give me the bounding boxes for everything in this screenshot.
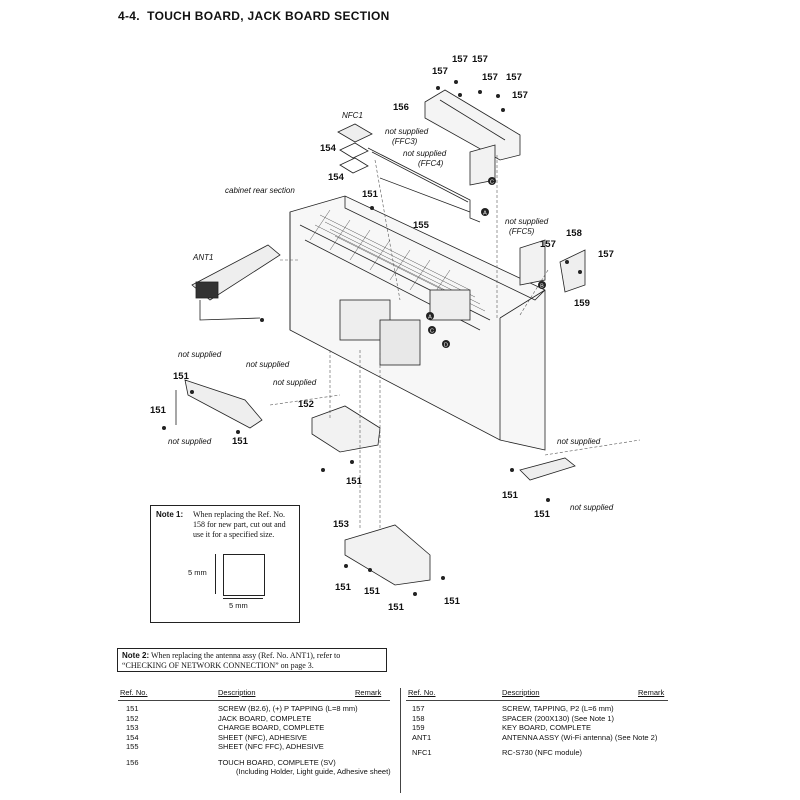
- spacer-cutout-square: [223, 554, 265, 596]
- ffc5-label: (FFC5): [509, 227, 535, 236]
- callout-151: 151: [150, 405, 167, 416]
- not-supplied-label: not supplied: [246, 360, 290, 369]
- svg-text:C: C: [490, 180, 494, 186]
- diagram-lines: [175, 89, 641, 586]
- callout-158: 158: [566, 228, 582, 239]
- diagram-labels: NFC1 not supplied (FFC3) not supplied (F…: [168, 111, 614, 512]
- header-description: Description: [218, 688, 256, 697]
- callout-numbers: 157 157 157 157 157 157 156 154 154 151 …: [150, 54, 614, 613]
- callout-157: 157: [598, 249, 614, 260]
- callout-156: 156: [393, 102, 409, 113]
- callout-157: 157: [540, 239, 556, 250]
- svg-text:C: C: [430, 329, 434, 335]
- callout-151: 151: [502, 490, 519, 501]
- note-1-box: Note 1: When replacing the Ref. No. 158 …: [150, 505, 300, 623]
- callout-154: 154: [320, 143, 337, 154]
- callout-152: 152: [298, 399, 314, 410]
- callout-151: 151: [444, 596, 461, 607]
- callout-157: 157: [452, 54, 468, 65]
- callout-157: 157: [432, 66, 448, 77]
- parts-table-header: Ref. No. Description Remark: [406, 688, 668, 701]
- exploded-view-diagram: A C B A C D 157 157 157 157 157 157 156 …: [150, 54, 641, 613]
- not-supplied-label: not supplied: [168, 437, 212, 446]
- dimension-line-horizontal: [223, 598, 263, 599]
- svg-text:B: B: [540, 284, 544, 290]
- header-remark: Remark: [638, 688, 665, 697]
- ant1-label: ANT1: [192, 253, 213, 262]
- ffc4-label: (FFC4): [418, 159, 444, 168]
- svg-text:D: D: [444, 343, 448, 349]
- callout-151: 151: [346, 476, 363, 487]
- cabinet-rear-section-label: cabinet rear section: [225, 186, 295, 195]
- header-ref-no: Ref. No.: [408, 688, 436, 697]
- callout-157: 157: [482, 72, 498, 83]
- callout-157: 157: [512, 90, 528, 101]
- not-supplied-label: not supplied: [557, 437, 601, 446]
- svg-text:A: A: [483, 211, 487, 217]
- parts-table-header: Ref. No. Description Remark: [118, 688, 390, 701]
- callout-151: 151: [534, 509, 551, 520]
- header-ref-no: Ref. No.: [120, 688, 148, 697]
- marker-a2: A: [426, 312, 434, 321]
- not-supplied-ffc3-label: not supplied: [385, 127, 429, 136]
- not-supplied-ffc5-label: not supplied: [505, 217, 549, 226]
- section-number: 4-4.: [118, 9, 140, 23]
- callout-151: 151: [173, 371, 190, 382]
- dimension-vertical: 5 mm: [188, 568, 207, 577]
- callout-151: 151: [388, 602, 405, 613]
- parts-row-continued: (Including Holder, Light guide, Adhesive…: [236, 767, 391, 776]
- not-supplied-ffc4-label: not supplied: [403, 149, 447, 158]
- callout-151: 151: [364, 586, 381, 597]
- note-2-label: Note 2:: [122, 651, 150, 660]
- not-supplied-label: not supplied: [570, 503, 614, 512]
- callout-155: 155: [413, 220, 430, 231]
- marker-c: C: [488, 177, 496, 186]
- note-1-label: Note 1:: [156, 510, 184, 519]
- screw-icons: [162, 80, 582, 596]
- callout-159: 159: [574, 298, 590, 309]
- marker-b: B: [538, 281, 546, 290]
- section-title: 4-4. TOUCH BOARD, JACK BOARD SECTION: [118, 9, 390, 23]
- callout-151: 151: [362, 189, 379, 200]
- connection-markers: A C B A C D: [426, 177, 546, 349]
- callout-157: 157: [506, 72, 522, 83]
- note-2-text: When replacing the antenna assy (Ref. No…: [122, 651, 341, 670]
- marker-d: D: [442, 340, 450, 349]
- column-divider: [400, 688, 401, 793]
- section-heading: TOUCH BOARD, JACK BOARD SECTION: [147, 9, 390, 23]
- dimension-horizontal: 5 mm: [229, 601, 248, 610]
- not-supplied-label: not supplied: [178, 350, 222, 359]
- callout-154: 154: [328, 172, 345, 183]
- callout-151: 151: [232, 436, 249, 447]
- svg-text:A: A: [428, 315, 432, 321]
- note-1-text: When replacing the Ref. No. 158 for new …: [193, 510, 286, 539]
- nfc1-label: NFC1: [342, 111, 363, 120]
- dimension-line-vertical: [215, 554, 216, 594]
- marker-c2: C: [428, 326, 436, 335]
- header-remark: Remark: [355, 688, 382, 697]
- note-2-box: Note 2: When replacing the antenna assy …: [117, 648, 387, 672]
- not-supplied-label: not supplied: [273, 378, 317, 387]
- header-description: Description: [502, 688, 540, 697]
- callout-153: 153: [333, 519, 349, 530]
- callout-151: 151: [335, 582, 352, 593]
- ffc3-label: (FFC3): [392, 137, 418, 146]
- callout-157: 157: [472, 54, 488, 65]
- marker-a: A: [481, 208, 489, 217]
